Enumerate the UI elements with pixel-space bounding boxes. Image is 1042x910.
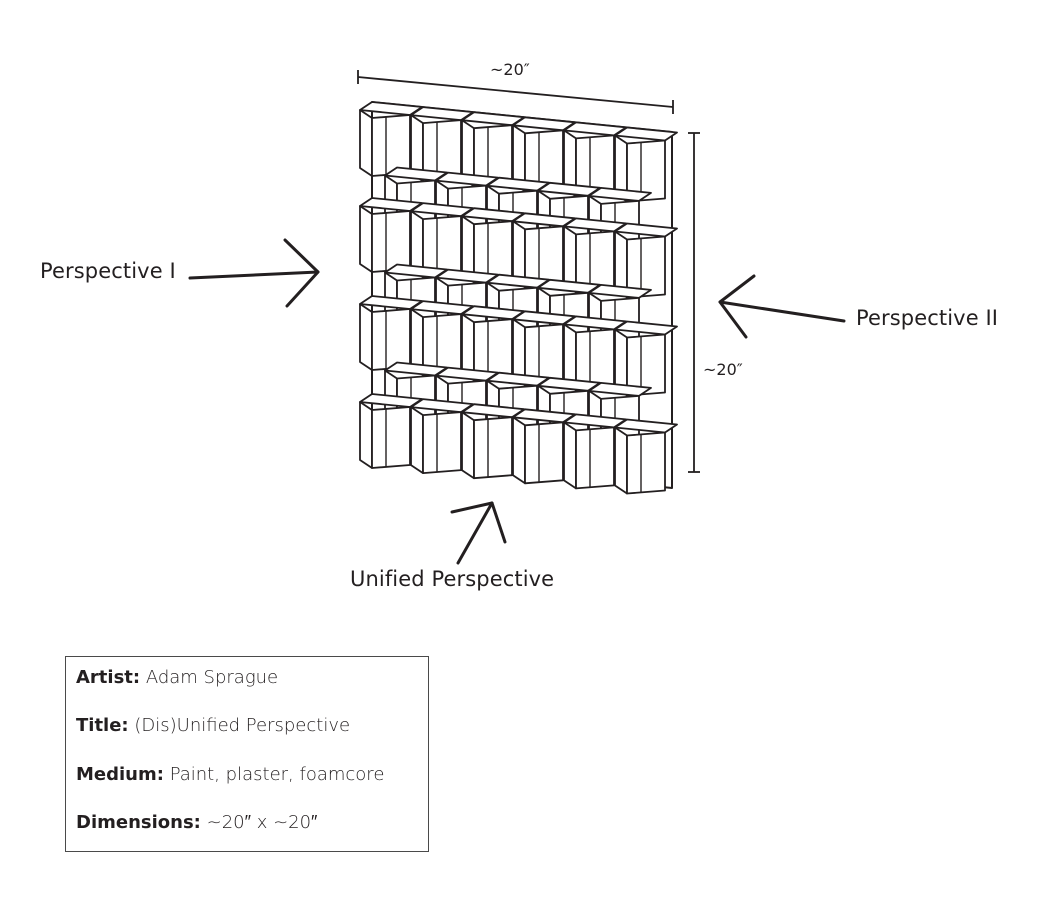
perspective-2-label: Perspective II	[856, 306, 999, 330]
cell-r2-c5-front	[626, 235, 666, 299]
title-value: (Dis)Unified Perspective	[134, 715, 351, 736]
cell-r6-c3-front	[524, 421, 564, 485]
dimensions-row: Dimensions: ~20″ x ~20″	[76, 812, 317, 833]
cell-r5-c4-top	[588, 381, 652, 397]
cell-r6-c2-side	[461, 411, 475, 480]
artist-value: Adam Sprague	[145, 667, 279, 688]
cell-r0-c0-front	[371, 114, 411, 177]
cell-r0-c0-side	[359, 109, 373, 177]
artwork-info-box: Artist: Adam Sprague Title: (Dis)Unified…	[65, 656, 429, 852]
unified-perspective-label: Unified Perspective	[350, 567, 555, 591]
cell-r6-c3-side	[512, 416, 526, 485]
cell-r6-c0-side	[359, 401, 373, 469]
cell-r3-c4-top	[588, 283, 652, 299]
height-dimension-label: ~20″	[703, 360, 743, 379]
cell-r6-c2-front	[473, 416, 513, 480]
cell-r6-c4-side	[563, 421, 577, 490]
cell-r6-c5-front	[626, 431, 666, 495]
cell-r4-c5-top	[614, 320, 678, 336]
width-dimension-label: ~20″	[490, 60, 530, 79]
medium-key: Medium:	[76, 764, 164, 785]
cell-r2-c0-front	[371, 210, 411, 273]
title-key: Title:	[76, 715, 129, 736]
unified-perspective-arrow	[450, 501, 507, 565]
cell-r0-c5-front	[626, 139, 666, 203]
cell-r4-c5-front	[626, 333, 666, 397]
cell-r2-c5-top	[614, 222, 678, 238]
cell-r4-c0-side	[359, 303, 373, 371]
cell-r6-c5-side	[614, 426, 628, 495]
artist-key: Artist:	[76, 667, 141, 688]
cell-r6-c0-front	[371, 406, 411, 469]
perspective-1-label: Perspective I	[40, 259, 176, 283]
cell-r6-c4-front	[575, 426, 615, 490]
width-dimension-line	[357, 70, 674, 114]
cell-r0-c5-top	[614, 126, 678, 142]
perspective-1-arrow	[188, 238, 320, 308]
cell-r6-c5-top	[614, 418, 678, 434]
title-row: Title: (Dis)Unified Perspective	[76, 715, 350, 736]
dimensions-key: Dimensions:	[76, 812, 201, 833]
medium-value: Paint, plaster, foamcore	[169, 764, 385, 785]
dimensions-value: ~20″ x ~20″	[206, 812, 318, 833]
cell-r6-c1-side	[410, 406, 424, 475]
cell-r6-c1-front	[422, 411, 462, 475]
medium-row: Medium: Paint, plaster, foamcore	[76, 764, 384, 785]
hexagonal-relief-sculpture	[359, 101, 678, 495]
perspective-2-arrow	[718, 274, 846, 339]
height-dimension-line	[688, 132, 700, 473]
artist-row: Artist: Adam Sprague	[76, 667, 278, 688]
cell-r2-c0-side	[359, 205, 373, 273]
cell-r4-c0-front	[371, 308, 411, 371]
cell-r1-c4-top	[588, 186, 652, 202]
